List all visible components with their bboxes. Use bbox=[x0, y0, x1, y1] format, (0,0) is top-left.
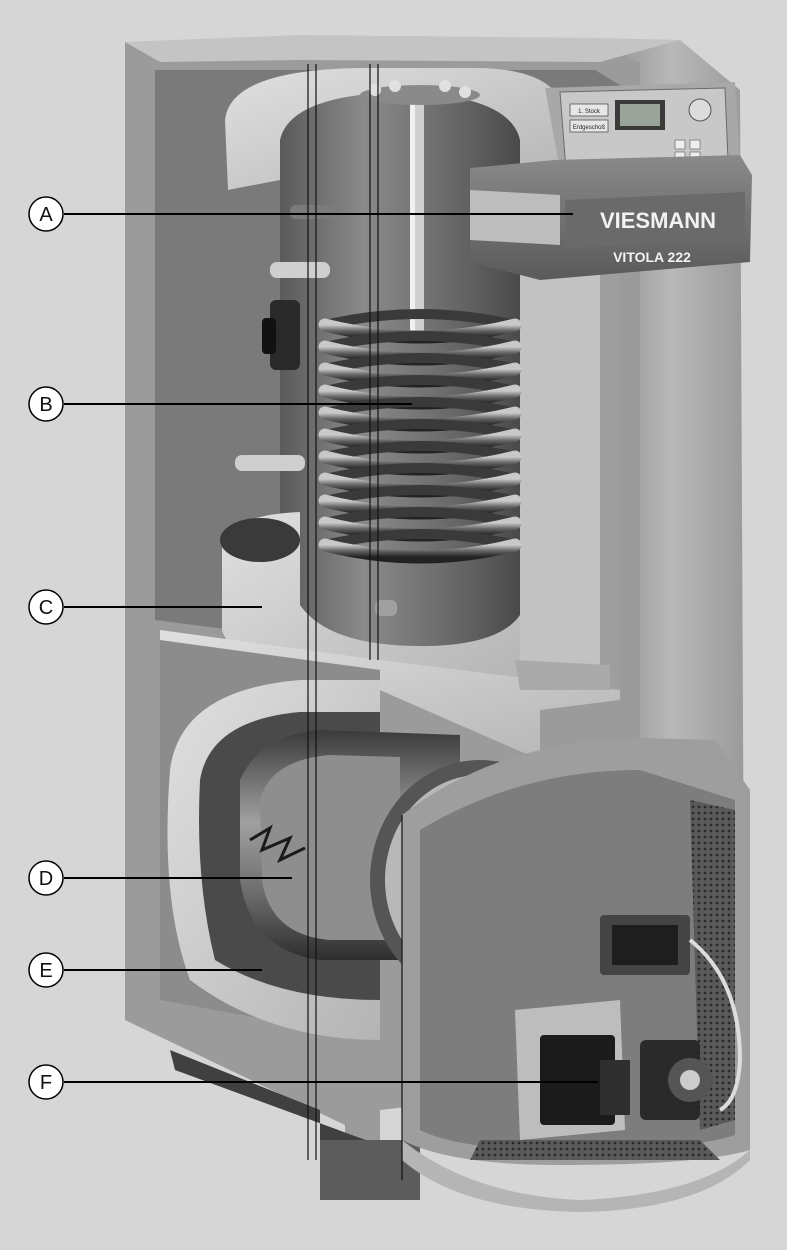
callout-marker-A bbox=[28, 196, 64, 232]
model-name: VITOLA 222 bbox=[613, 249, 691, 265]
coil-turn-back bbox=[323, 507, 517, 528]
heating-coil bbox=[318, 309, 522, 564]
callout-marker-B bbox=[28, 386, 64, 422]
control-unit: 1. Stock Erdgeschoß VIESMANN VITOLA 222 bbox=[470, 82, 752, 280]
control-dial[interactable] bbox=[688, 98, 712, 122]
callout-marker-D bbox=[28, 860, 64, 896]
panel-button-2-label: Erdgeschoß bbox=[573, 125, 606, 131]
coil-turn-back bbox=[323, 441, 517, 462]
callout-letter-D: D bbox=[39, 868, 53, 890]
callout-letter-E: E bbox=[39, 960, 52, 982]
coil-turn-back bbox=[323, 397, 517, 418]
brand-logo: VIESMANN bbox=[600, 208, 716, 233]
callout-marker-E bbox=[28, 952, 64, 988]
callout-letter-F: F bbox=[40, 1072, 52, 1094]
callout-B: B bbox=[28, 386, 412, 422]
coil-turn-back bbox=[323, 309, 517, 330]
callout-F: F bbox=[28, 1064, 598, 1100]
coil-turn-back bbox=[323, 529, 517, 550]
pipes bbox=[235, 205, 340, 471]
callout-letter-A: A bbox=[39, 204, 53, 226]
coil-turn-back bbox=[323, 485, 517, 506]
cutaway-lines bbox=[307, 64, 403, 1180]
coil-turn-front bbox=[318, 538, 522, 564]
coil-turn-back bbox=[323, 463, 517, 484]
burner bbox=[402, 738, 750, 1212]
callout-E: E bbox=[28, 952, 262, 988]
callout-marker-F bbox=[28, 1064, 64, 1100]
panel-button-1[interactable] bbox=[569, 103, 609, 117]
coil-turn-back bbox=[323, 419, 517, 440]
callout-letter-C: C bbox=[39, 597, 53, 619]
callout-A: A bbox=[28, 196, 573, 232]
coil-turn-back bbox=[323, 331, 517, 352]
coil-turn-back bbox=[323, 353, 517, 374]
coil-turn-back bbox=[323, 375, 517, 396]
tank-insulation bbox=[220, 512, 520, 690]
callout-C: C bbox=[28, 589, 262, 625]
callout-D: D bbox=[28, 860, 292, 896]
callout-marker-C bbox=[28, 589, 64, 625]
panel-button-1-label: 1. Stock bbox=[578, 109, 601, 115]
callout-letter-B: B bbox=[39, 394, 52, 416]
panel-button-2[interactable] bbox=[569, 119, 609, 133]
